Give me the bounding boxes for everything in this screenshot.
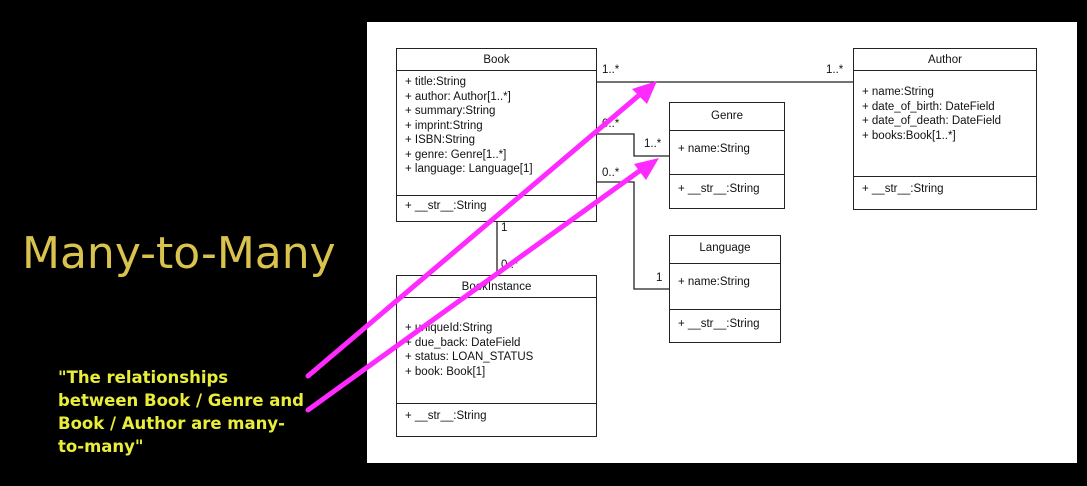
- class-attributes: + title:String + author: Author[1..*] + …: [397, 71, 596, 196]
- class-book: Book + title:String + author: Author[1..…: [396, 48, 597, 222]
- class-name: Language: [670, 236, 780, 264]
- class-attributes: + uniqueId:String + due_back: DateField …: [397, 298, 596, 404]
- class-bookinstance: BookInstance + uniqueId:String + due_bac…: [396, 275, 597, 437]
- class-language: Language + name:String + __str__:String: [669, 235, 781, 343]
- attribute: + name:String: [678, 276, 750, 288]
- callout-line: between Book / Genre and: [58, 391, 304, 410]
- attribute: + status: LOAN_STATUS: [405, 351, 534, 363]
- attribute: + ISBN:String: [405, 134, 475, 146]
- class-attributes: + name:String: [670, 131, 784, 175]
- attribute: + author: Author[1..*]: [405, 90, 511, 103]
- class-method: + __str__:String: [862, 183, 944, 195]
- class-method: + __str__:String: [678, 318, 760, 330]
- attribute: + due_back: DateField: [405, 336, 521, 349]
- uml-diagram-panel: Book + title:String + author: Author[1..…: [367, 22, 1077, 463]
- book-language-line: [597, 181, 669, 290]
- attribute: + language: Language[1]: [405, 163, 533, 175]
- attribute: + title:String: [405, 76, 467, 88]
- slide-title: Many-to-Many: [22, 228, 336, 279]
- multiplicity-label: 1..*: [644, 138, 662, 150]
- class-name: Genre: [670, 103, 784, 131]
- connector-lines: [496, 81, 853, 290]
- attribute: + summary:String: [405, 105, 496, 117]
- multiplicity-label: 0..*: [602, 167, 620, 179]
- class-author: Author + name:String + date_of_birth: Da…: [853, 48, 1037, 210]
- class-name: Book: [397, 49, 596, 71]
- callout-line: to-many": [58, 437, 144, 456]
- arrow-to-author-association: [305, 88, 647, 379]
- arrowhead-icon: [632, 81, 657, 104]
- attribute: + name:String: [862, 86, 934, 98]
- class-name: Author: [854, 49, 1036, 71]
- attribute: + date_of_birth: DateField: [862, 100, 995, 113]
- attribute: + genre: Genre[1..*]: [405, 148, 507, 161]
- multiplicity-label: 1..*: [602, 64, 620, 76]
- callout-text: "The relationships between Book / Genre …: [58, 366, 313, 458]
- attribute: + name:String: [678, 143, 750, 155]
- class-attributes: + name:String: [670, 264, 780, 310]
- class-method: + __str__:String: [678, 183, 760, 195]
- callout-line: Book / Author are many-: [58, 414, 285, 433]
- callout-line: "The relationships: [58, 368, 229, 387]
- class-genre: Genre + name:String + __str__:String: [669, 102, 785, 209]
- attribute: + books:Book[1..*]: [862, 129, 956, 142]
- class-attributes: + name:String + date_of_birth: DateField…: [854, 71, 1036, 177]
- attribute: + imprint:String: [405, 119, 483, 132]
- arrow-to-genre-association: [305, 164, 648, 413]
- multiplicity-label: 1..*: [826, 64, 844, 76]
- class-method: + __str__:String: [405, 200, 487, 212]
- class-method: + __str__:String: [405, 410, 487, 422]
- attribute: + date_of_death: DateField: [862, 115, 1002, 127]
- book-genre-line: [597, 133, 669, 157]
- multiplicity-label: 1: [501, 222, 508, 234]
- multiplicity-label: 1: [656, 272, 663, 284]
- attribute: + book: Book[1]: [405, 365, 486, 378]
- arrowhead-icon: [634, 158, 659, 180]
